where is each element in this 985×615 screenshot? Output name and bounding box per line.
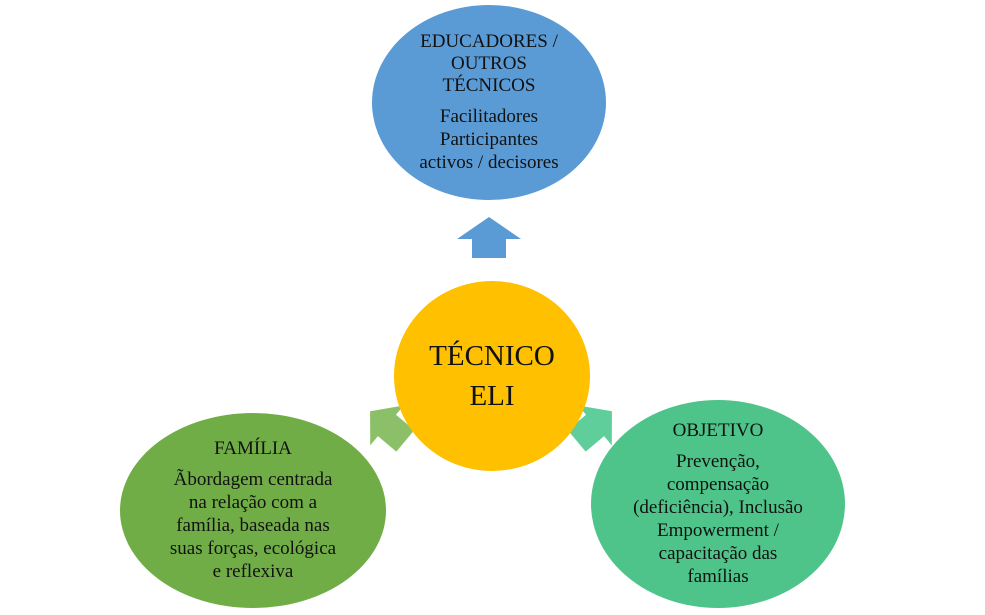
objetivo-body-line: compensação (666, 474, 770, 495)
educadores-body: Facilitadores Participantes activos / de… (419, 105, 558, 174)
educadores-title: EDUCADORES / OUTROS TÉCNICOS (420, 31, 558, 97)
familia-body-line: e reflexiva (212, 561, 294, 582)
objetivo-body-line: capacitação das (658, 543, 778, 564)
tecnico-title: TÉCNICO ELI (429, 336, 555, 416)
objetivo-title: OBJETIVO (673, 420, 764, 442)
familia-body: Ãbordagem centrada na relação com a famí… (170, 468, 336, 583)
objetivo-title-line: OBJETIVO (672, 420, 764, 441)
tecnico-title-line: ELI (469, 380, 515, 412)
objetivo-body: Prevenção, compensação (deficiência), In… (633, 450, 803, 588)
familia-body-line: na relação com a (188, 492, 318, 513)
objetivo-body-line: Empowerment / (657, 520, 779, 541)
tecnico-title-line: TÉCNICO (429, 340, 555, 372)
objetivo-body-line: famílias (687, 566, 749, 587)
educadores-body-line: Facilitadores (439, 106, 539, 127)
arrow-up-to-educadores (457, 217, 521, 258)
familia-body-line: Ãbordagem centrada (173, 469, 333, 490)
node-tecnico-eli: TÉCNICO ELI (394, 281, 590, 471)
objetivo-body-line: (deficiência), Inclusão (633, 497, 803, 518)
familia-body-line: família, baseada nas (176, 515, 330, 536)
arrow-to-familia (370, 405, 415, 452)
educadores-title-line: EDUCADORES / (420, 31, 558, 52)
familia-title-line: FAMÍLIA (214, 438, 292, 459)
objetivo-body-line: Prevenção, (676, 451, 760, 472)
node-educadores: EDUCADORES / OUTROS TÉCNICOS Facilitador… (372, 5, 606, 200)
familia-title: FAMÍLIA (214, 438, 292, 460)
educadores-title-line: OUTROS (450, 53, 527, 74)
node-familia: FAMÍLIA Ãbordagem centrada na relação co… (120, 413, 386, 608)
arrow-to-objetivo (567, 405, 612, 452)
educadores-body-line: activos / decisores (419, 152, 559, 173)
educadores-body-line: Participantes (439, 129, 539, 150)
node-objetivo: OBJETIVO Prevenção, compensação (deficiê… (591, 400, 845, 608)
familia-body-line: suas forças, ecológica (169, 538, 337, 559)
educadores-title-line: TÉCNICOS (442, 75, 536, 96)
